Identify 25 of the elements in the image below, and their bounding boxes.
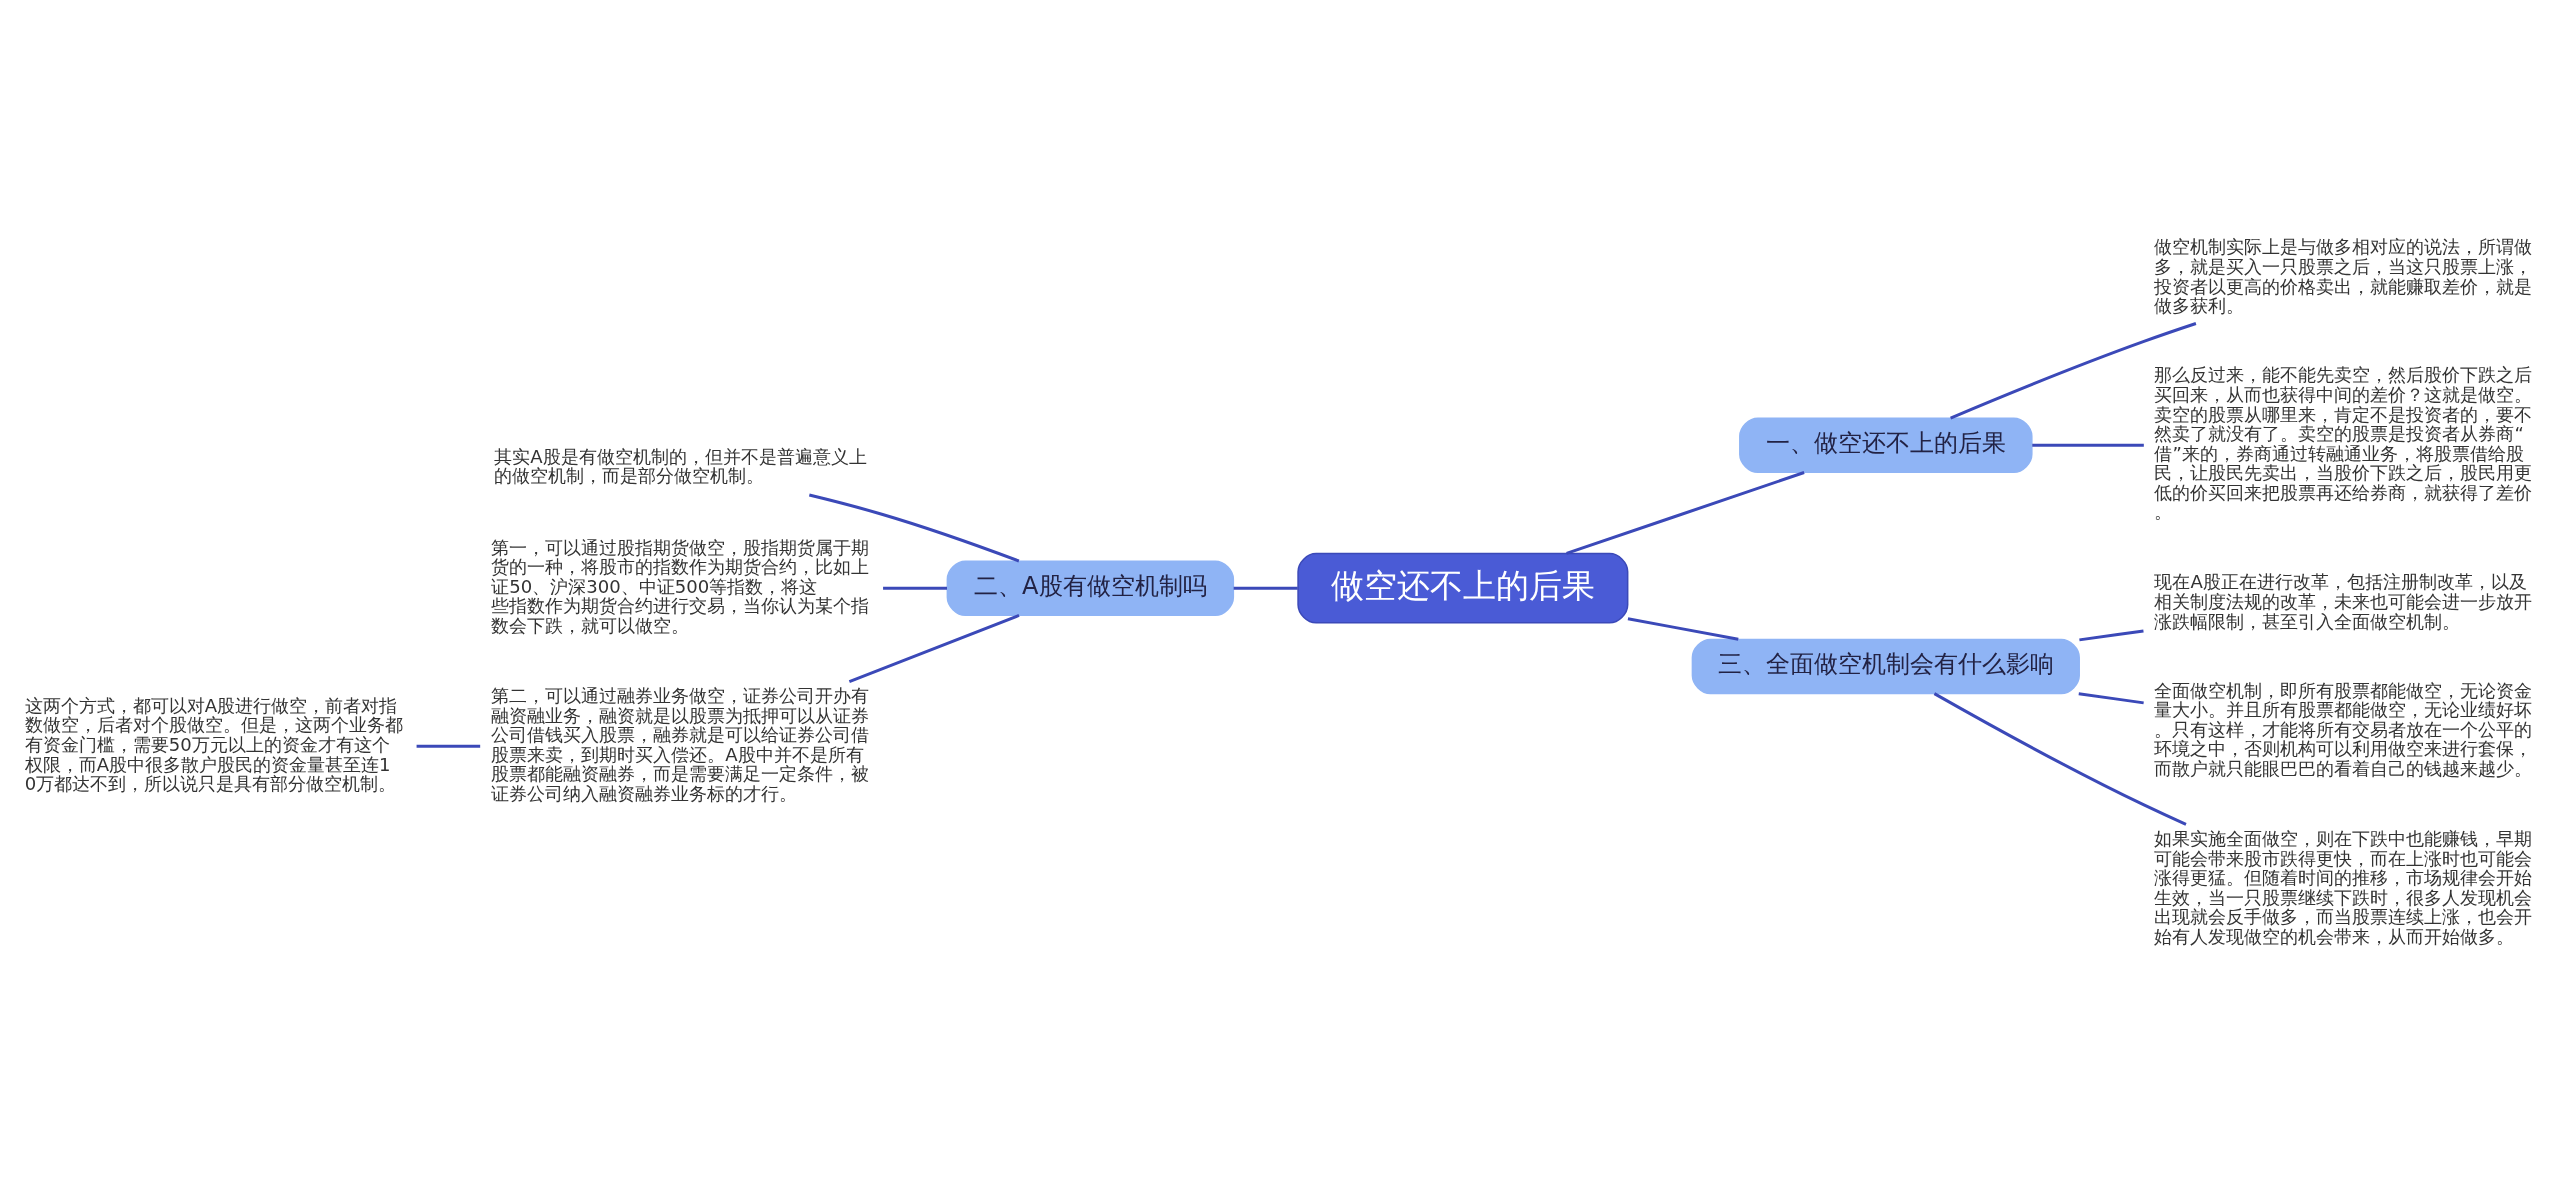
connector — [1933, 691, 2187, 826]
connector — [1627, 616, 1739, 641]
node-text: 其实A股是有做空机制的，但并不是普遍意义上的做空机制，而是部分做空机制。 — [494, 445, 867, 486]
node-text: 做空机制实际上是与做多相对应的说法，所谓做多，就是买入一只股票之后，当这只股票上涨，投资者以更高的价格卖出，就能赚取差价，就是做多获利。 — [2154, 235, 2533, 316]
node-box: 二、A股有做空机制吗 — [946, 559, 1235, 616]
connector — [2032, 443, 2144, 447]
node-text: 那么反过来，能不能先卖空，然后股价下跌之后买回来，从而也获得中间的差价？这就是做空。卖空的股票从哪里来，肯定不是投资者的，要不然卖了就没有了。卖空的股票是投资者从券商“借”来的，券商通过转融通业务，将股票借给股民，让股民先卖出，当股价下跌之后，股民用更低的价买回来把股票再还给券商，就获得了差价。 — [2154, 363, 2533, 522]
connector — [808, 493, 1020, 562]
node-text: 第一，可以通过股指期货做空，股指期货属于期货的一种，将股市的指数作为期货合约，比如上证50、沪深300、中证500等指数，将这些指数作为期货合约进行交易，当你认为某个指数会下跌，就可以做空。 — [491, 536, 870, 636]
node-box: 三、全面做空机制会有什么影响 — [1691, 638, 2080, 694]
connector — [1233, 586, 1298, 590]
node-text: 全面做空机制，即所有股票都能做空，无论资金量大小。并且所有股票都能做空，无论业绩好坏。只有这样，才能将所有交易者放在一个公平的环境之中，否则机构可以利用做空来进行套保，而散户就只能眼巴巴的看着自己的钱越来越少。 — [2154, 679, 2533, 779]
connector — [416, 744, 481, 748]
connector — [1566, 470, 1805, 555]
node-text: 如果实施全面做空，则在下跌中也能赚钱，早期可能会带来股市跌得更快，而在上涨时也可能会涨得更猛。但随着时间的推移，市场规律会开始生效，当一只股票继续下跌时，很多人发现机会出现就会反手做多，而当股票连续上涨，也会开始有人发现做空的机会带来，从而开始做多。 — [2154, 827, 2533, 947]
connector — [883, 586, 947, 590]
node-text: 这两个方式，都可以对A股进行做空，前者对指数做空，后者对个股做空。但是，这两个业务都有资金门槛，需要50万元以上的资金才有这个权限，而A股中很多散户股民的资金量甚至连10万都达不到，所以说只是具有部分做空机制。 — [24, 694, 403, 794]
node-box: 做空还不上的后果 — [1297, 552, 1629, 624]
connector — [2079, 629, 2144, 641]
connector — [2078, 691, 2144, 704]
node-text: 第二，可以通过融券业务做空，证券公司开办有融资融业务，融资就是以股票为抵押可以从证券公司借钱买入股票，融券就是可以给证券公司借股票来卖，到期时买入偿还。A股中并不是所有股票都能融资融券，而是需要满足一定条件，被证券公司纳入融资融券业务标的才行。 — [491, 684, 870, 804]
node-box: 一、做空还不上的后果 — [1739, 416, 2033, 473]
connector — [848, 613, 1020, 683]
node-text: 现在A股正在进行改革，包括注册制改革，以及相关制度法规的改革，未来也可能会进一步放开涨跌幅限制，甚至引入全面做空机制。 — [2154, 570, 2533, 632]
connector — [1950, 321, 2197, 419]
